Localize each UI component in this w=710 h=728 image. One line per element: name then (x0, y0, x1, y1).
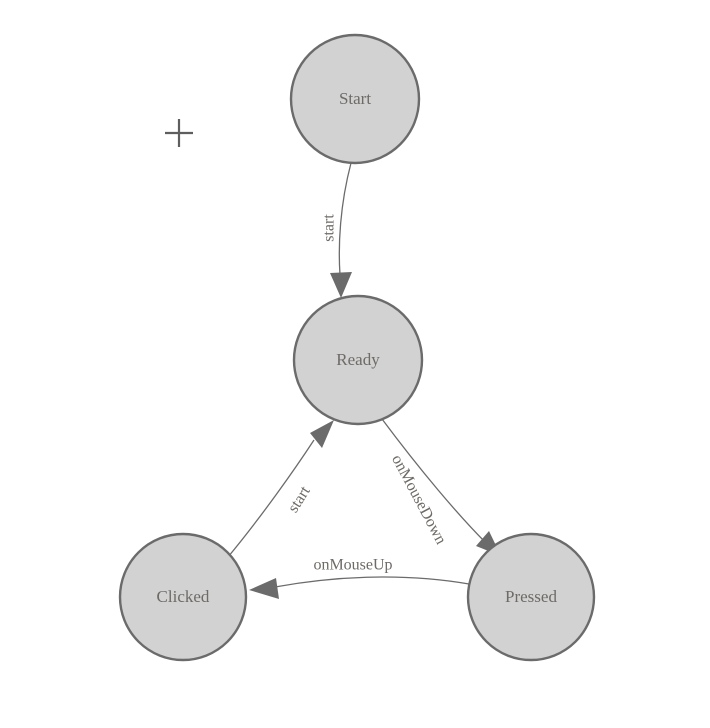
node-clicked[interactable]: Clicked (118, 532, 248, 662)
node-circle (466, 532, 596, 662)
edge-path (338, 162, 352, 276)
edge-pressed-to-clicked[interactable]: onMouseUp (249, 557, 470, 599)
node-circle (118, 532, 248, 662)
node-label-pressed: Pressed (505, 587, 557, 606)
edge-label-clicked-to-ready: start (285, 483, 314, 516)
node-circle (292, 294, 424, 426)
edge-ready-to-pressed[interactable]: onMouseDown (381, 418, 501, 556)
edge-label-pressed-to-clicked: onMouseUp (313, 557, 392, 574)
arrowhead-icon (310, 420, 334, 448)
edge-path (274, 576, 470, 588)
crosshair-icon (165, 119, 193, 147)
node-label-start: Start (339, 89, 371, 108)
node-label-ready: Ready (336, 350, 380, 369)
edge-label-start-to-ready: start (321, 214, 338, 242)
arrowhead-icon (330, 272, 352, 298)
node-ready[interactable]: Ready (292, 294, 424, 426)
node-circle (289, 33, 421, 165)
node-pressed[interactable]: Pressed (466, 532, 596, 662)
arrowhead-icon (249, 578, 279, 599)
edge-path (227, 439, 315, 558)
edge-path (381, 418, 488, 545)
node-label-clicked: Clicked (157, 587, 210, 606)
node-start[interactable]: Start (289, 33, 421, 165)
edge-start-to-ready[interactable]: start (321, 162, 352, 298)
edge-clicked-to-ready[interactable]: start (227, 420, 334, 558)
